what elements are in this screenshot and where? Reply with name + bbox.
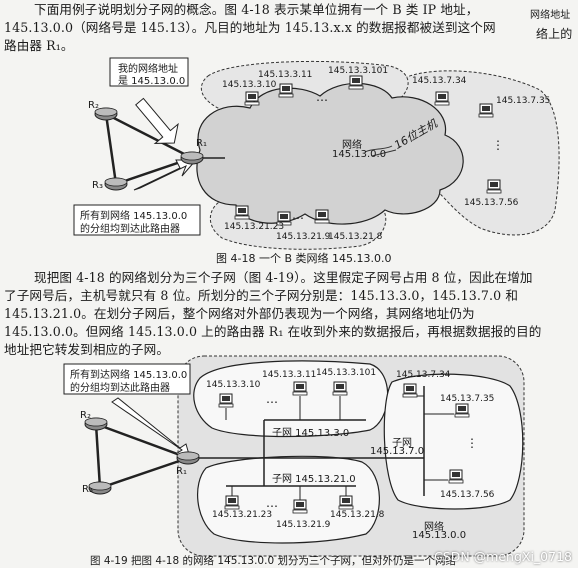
- fig1-arrow-top: [135, 97, 179, 144]
- fig1-callout-bottom-box: [73, 204, 201, 236]
- fig1-router-r3: R₃: [92, 180, 103, 191]
- fig1-callout-bottom-line2: 的分组均到达此路由器: [80, 224, 180, 235]
- fig1-router-r2: R₂: [88, 100, 99, 111]
- fig2-host-label: 145.13.7.56: [440, 490, 495, 500]
- paragraph-2-line-1: 现把图 4-18 的网络划分为三个子网（图 4-19）。这里假定子网号占用 8 …: [34, 270, 533, 285]
- paragraph-1-line-1: 下面用例子说明划分子网的概念。图 4-18 表示某单位拥有一个 B 类 IP 地…: [34, 2, 479, 17]
- paragraph-2-line-4: 145.13.0.0。但网络 145.13.0.0 上的路由器 R₁ 在收到外来…: [4, 324, 542, 339]
- margin-note-1: 网络地址: [530, 10, 571, 21]
- fig2-subnet-21-cloud: [197, 455, 380, 544]
- fig2-router-r2: R₂: [80, 410, 91, 421]
- fig2-host-label: 145.13.21.23: [212, 510, 273, 520]
- watermark: CSDN @mengXi_0718: [434, 549, 572, 564]
- fig2-callout-line2: 的分组均到达此路由器: [70, 383, 170, 394]
- fig2-subnet-7-cloud: [383, 373, 524, 510]
- fig1-host-label: 145.13.3.11: [258, 70, 313, 80]
- paragraph-1-line-3: 路由器 R₁。: [4, 38, 74, 53]
- fig1-ellipsis: …: [316, 90, 328, 104]
- fig1-host-label: 145.13.3.10: [222, 80, 277, 90]
- fig2-ellipsis-vertical: ⋮: [466, 436, 478, 450]
- fig1-host-label: 145.13.21.23: [224, 222, 285, 232]
- fig2-subnet-1-label: 子网 145.13.3.0: [272, 428, 350, 439]
- fig1-callout-top-line1: 我的网络地址: [118, 64, 178, 75]
- fig2-network-label-1: 网络: [424, 522, 444, 533]
- fig2-subnet-2-label-2: 145.13.7.0: [370, 446, 425, 457]
- paragraph-2-line-3: 145.13.21.0。在划分子网后，整个网络对外部仍表现为一个网络，其网络地址…: [4, 306, 475, 321]
- fig2-subnet-3-label: 子网 145.13.21.0: [272, 474, 356, 485]
- fig2-router-r1: R₁: [176, 466, 187, 477]
- fig2-host-label: 145.13.7.34: [396, 370, 451, 380]
- fig2-router-r3: R₃: [82, 484, 93, 495]
- fig1-ellipsis: …: [292, 208, 304, 222]
- fig2-ellipsis: …: [266, 496, 278, 510]
- fig1-callout-top-line2: 是 145.13.0.0: [118, 76, 186, 87]
- fig2-host-label: 145.13.21.8: [330, 510, 385, 520]
- fig2-subnet-3-cloud: [193, 360, 389, 438]
- fig1-host-label: 145.13.3.101: [328, 66, 389, 76]
- fig2-host-label: 145.13.7.35: [440, 394, 495, 404]
- fig2-host-label: 145.13.21.9: [276, 520, 331, 530]
- fig1-host-label: 145.13.7.35: [496, 96, 551, 106]
- fig1-host-label: 145.13.7.56: [464, 198, 519, 208]
- figure-4-19-caption: 图 4-19 把图 4-18 的网络 145.13.0.0 划分为三个子网，但对…: [90, 555, 456, 567]
- paragraph-2-line-2: 了子网号后，主机号就只有 8 位。所划分的三个子网分别是：145.13.3.0，…: [4, 288, 519, 303]
- fig1-host-label: 145.13.7.34: [412, 76, 467, 86]
- fig2-host-label: 145.13.3.10: [206, 380, 261, 390]
- fig2-host-label: 145.13.3.101: [316, 368, 377, 378]
- fig2-ellipsis: …: [266, 392, 278, 406]
- paragraph-2-line-5: 地址把它转发到相应的子网。: [4, 342, 170, 357]
- fig1-ellipsis-vertical: ⋮: [492, 138, 504, 152]
- fig1-cloud-label-1: 网络: [342, 140, 362, 151]
- paragraph-1-line-2: 145.13.0.0（网络号是 145.13）。凡目的地址为 145.13.x.…: [4, 20, 496, 35]
- fig1-router-triangle: [104, 111, 196, 186]
- fig1-host-label: 145.13.21.8: [328, 232, 383, 242]
- fig2-network-label-2: 145.13.0.0: [412, 530, 467, 541]
- fig1-router-r1: R₁: [196, 138, 207, 149]
- fig1-host-label: 145.13.21.9: [276, 232, 331, 242]
- fig2-callout-box: [63, 363, 191, 395]
- fig1-callout-bottom-line1: 所有到网络 145.13.0.0: [80, 211, 188, 222]
- margin-note-2: 络上的: [536, 27, 573, 41]
- fig2-host-label: 145.13.3.11: [262, 370, 317, 380]
- fig2-subnet-2-label-1: 子网: [392, 438, 412, 449]
- figure-4-18-caption: 图 4-18 一个 B 类网络 145.13.0.0: [216, 252, 392, 265]
- fig1-cloud-label-2: 145.13.0.0: [332, 149, 387, 160]
- fig1-callout-top-box: [109, 57, 189, 87]
- fig2-callout-line1: 所有到达网络 145.13.0.0: [70, 370, 188, 381]
